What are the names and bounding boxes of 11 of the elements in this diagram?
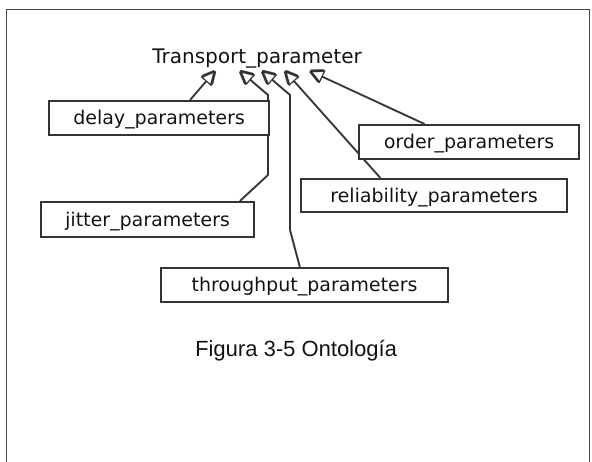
root-class-label: Transport_parameter (132, 42, 382, 70)
figure-caption: Figura 3-5 Ontología (194, 336, 398, 362)
class-box: delay_parameters (48, 100, 270, 136)
class-box: reliability_parameters (300, 178, 568, 213)
class-box: throughput_parameters (160, 267, 449, 303)
arrow (260, 70, 301, 268)
class-box: jitter_parameters (40, 201, 255, 238)
arrow (189, 70, 216, 101)
arrow (284, 70, 382, 179)
class-box: order_parameters (358, 124, 580, 160)
arrow (308, 69, 426, 125)
